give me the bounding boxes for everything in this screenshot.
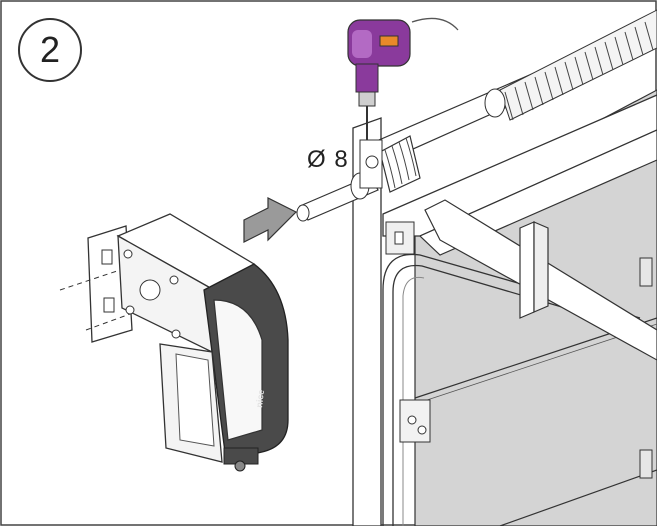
bracket-slot [101, 249, 113, 265]
vertical-track-inner [392, 264, 641, 526]
gearbox-screw [169, 275, 179, 285]
drill-trigger [379, 35, 399, 47]
drill-hole-diameter-label: Ø 8 [307, 146, 349, 173]
bracket-bolt [417, 425, 427, 435]
bracket-bolt [407, 415, 417, 425]
motor-cover-face [213, 299, 263, 441]
gearbox-screw [171, 329, 181, 339]
right-arrow-icon [243, 197, 298, 243]
motor-base-foot [234, 460, 246, 472]
torsion-shaft-assembly [296, 9, 657, 222]
gearbox-screw [125, 305, 135, 315]
drill-highlight [352, 30, 372, 58]
shaft-end [296, 204, 310, 222]
door-hinge [639, 257, 653, 287]
bracket-slot [103, 297, 115, 313]
gearbox-screw [123, 249, 133, 259]
drill-handle [355, 63, 379, 93]
control-box-lid [175, 353, 215, 447]
hanging-bracket-side [533, 221, 549, 313]
axis-line [85, 313, 131, 331]
power-drill-icon [347, 17, 459, 140]
axis-line [59, 269, 121, 291]
drill-chuck [358, 91, 376, 107]
output-shaft-hole [139, 279, 161, 301]
hanging-bracket [519, 221, 535, 319]
cable-drum [379, 135, 421, 193]
vertical-track-edge [402, 276, 425, 526]
torsion-spring [499, 9, 657, 121]
bearing-plate-hole [365, 155, 379, 169]
vertical-track [382, 253, 641, 526]
gear-motor-unit [59, 213, 289, 472]
spring-cone [484, 88, 506, 118]
door-panel-seam [499, 469, 657, 526]
door-frame [352, 94, 657, 526]
door-hinge [639, 449, 653, 479]
corner-bracket-slot [394, 231, 404, 245]
step-number-badge: 2 [18, 18, 82, 82]
wall-post [352, 117, 382, 526]
drill-cord [411, 17, 459, 31]
